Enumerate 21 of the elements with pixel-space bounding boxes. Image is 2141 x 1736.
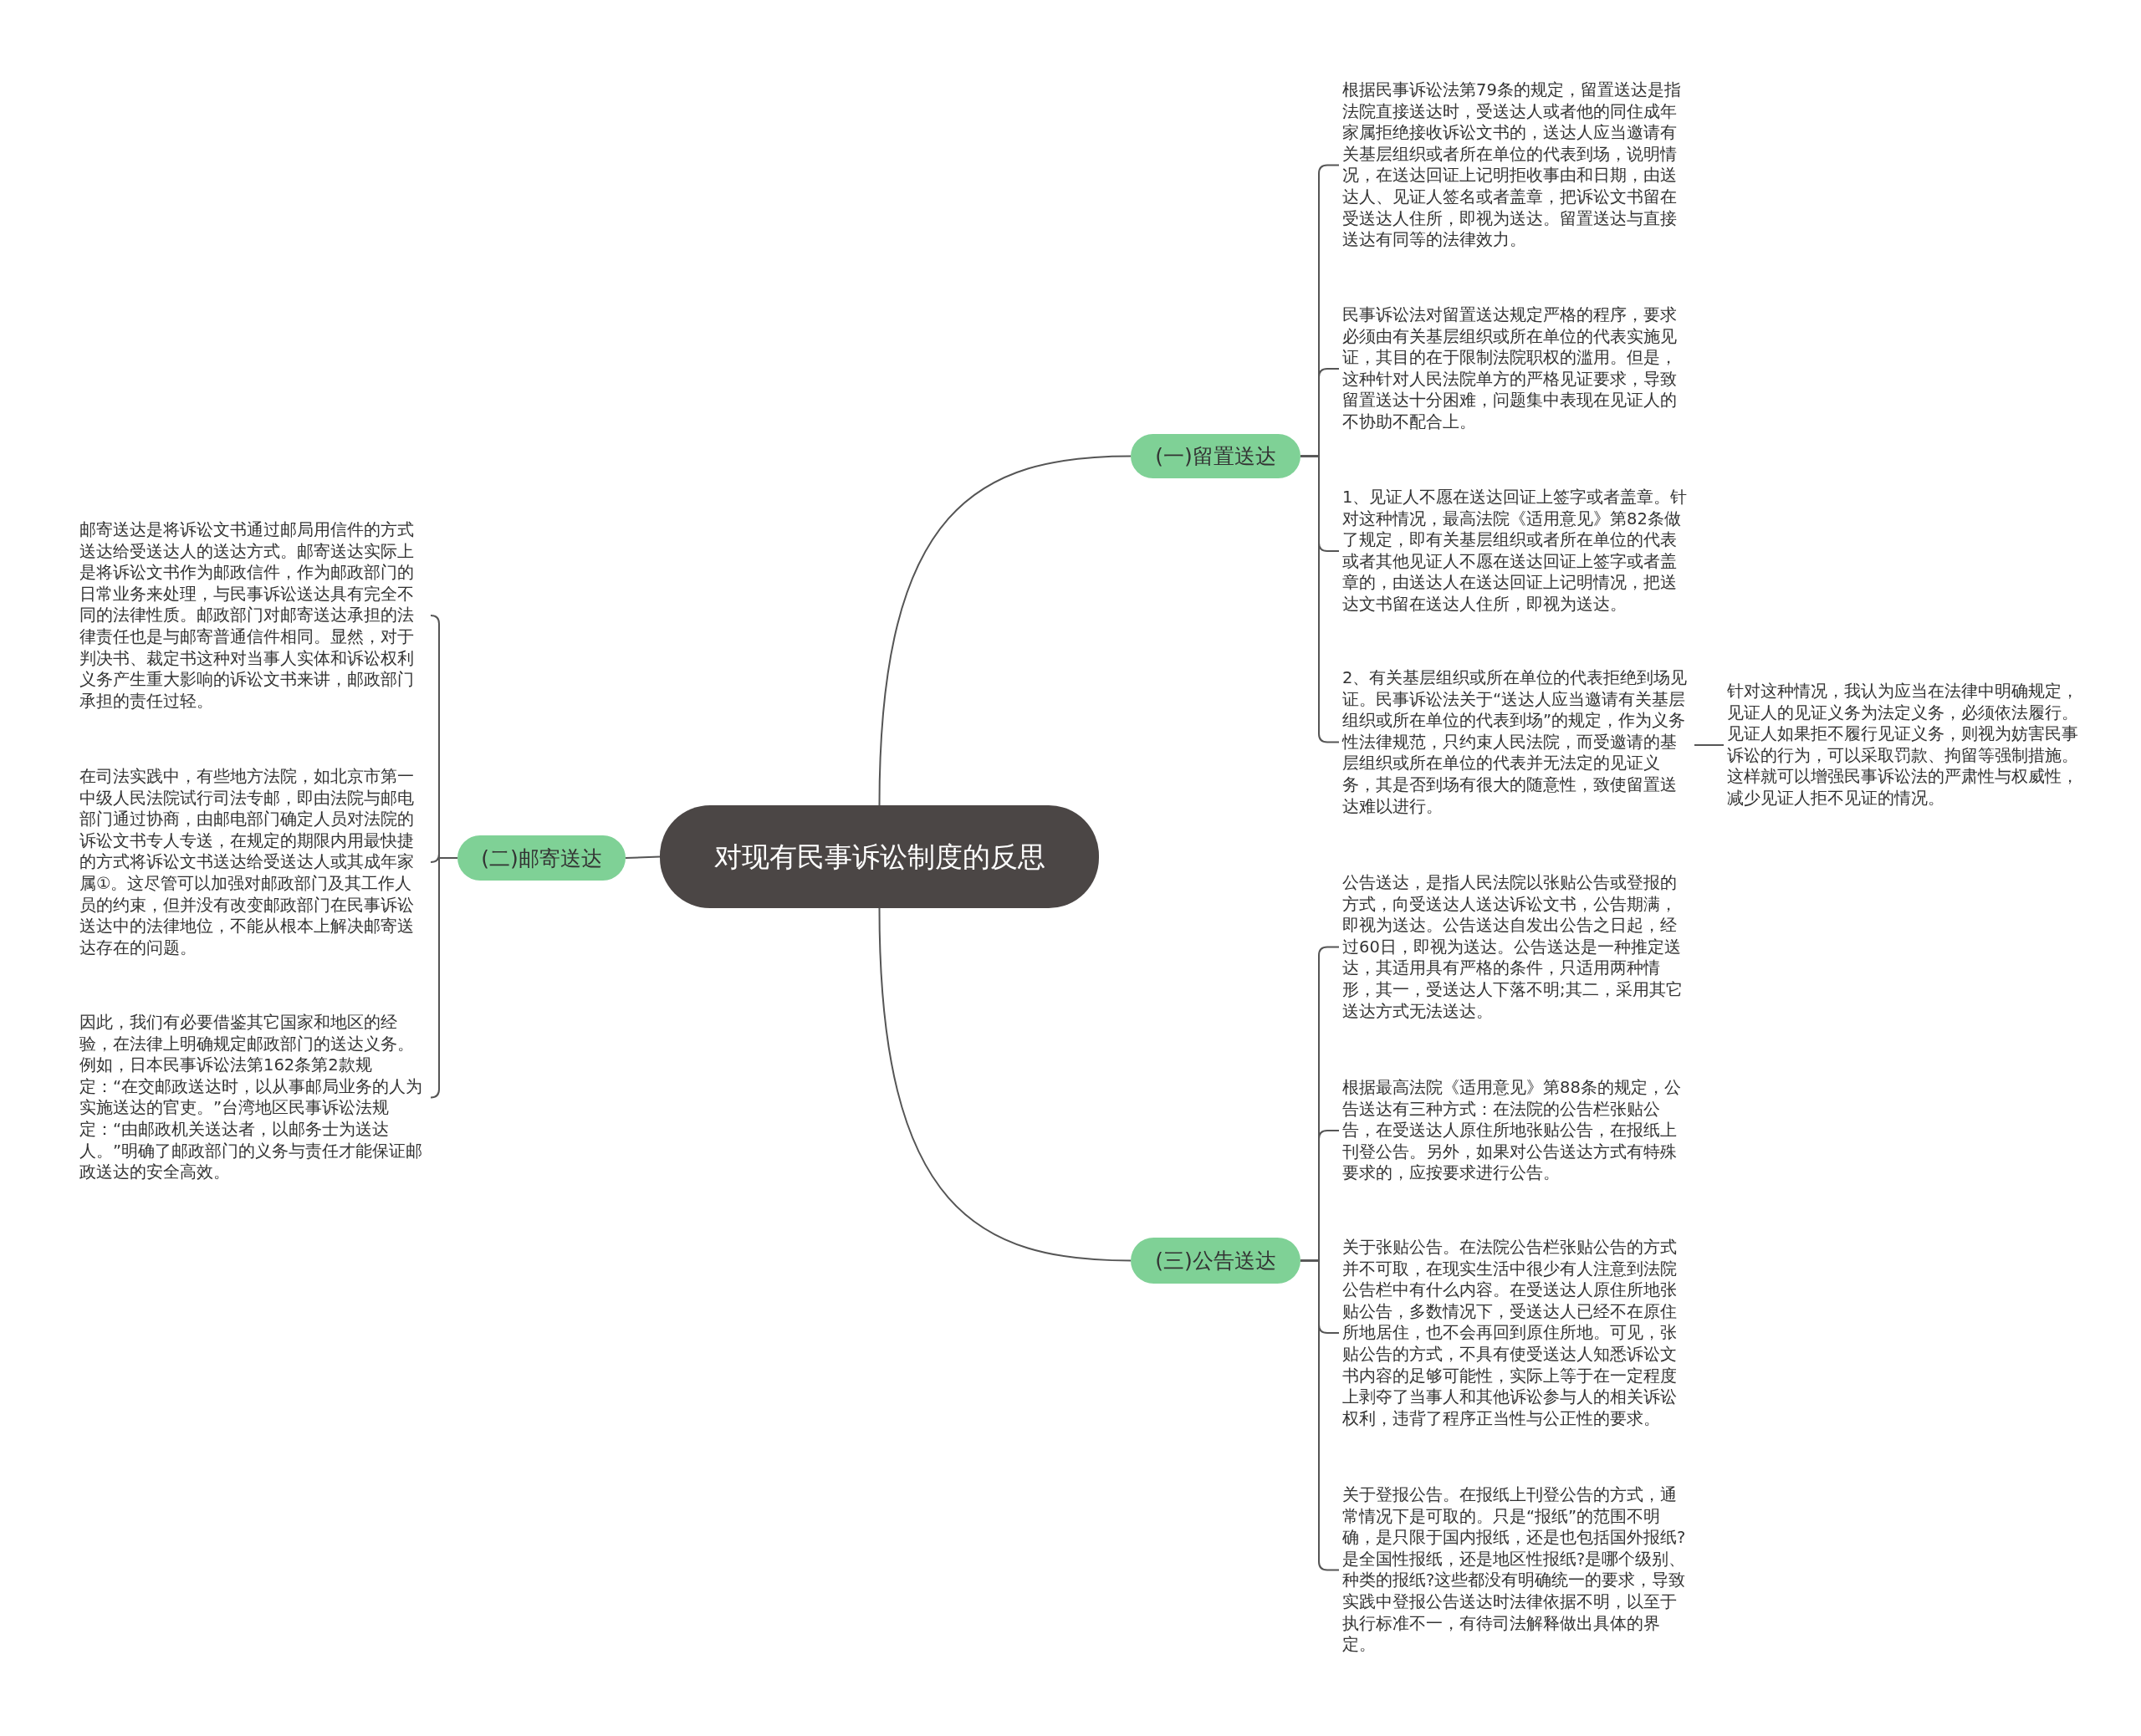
note-text: 2、有关基层组织或所在单位的代表拒绝到场见证。民事诉讼法关于“送达人应当邀请有关基层组织或所在单位的代表到场”的规定，作为义务性法律规范，只约束人民法院，而受邀请的基层组织或所在单位的代表并无法定的见证义务，其是否到场有很大的随意性，致使留置送达难以进行。 [1342,667,1689,818]
note-text: 根据民事诉讼法第79条的规定，留置送达是指法院直接送达时，受送达人或者他的同住成年家属拒绝接收诉讼文书的，送达人应当邀请有关基层组织或者所在单位的代表到场，说明情况，在送达回证上记明拒收事由和日期，由送达人、见证人签名或者盖章，把诉讼文书留在受送达人住所，即视为送达。留置送达与直接送达有同等的法律效力。 [1342,79,1689,251]
connector-line [625,855,661,859]
note-text: 在司法实践中，有些地方法院，如北京市第一中级人民法院试行司法专邮，即由法院与邮电部门通过协商，由邮电部门确定人员对法院的诉讼文书专人专送，在规定的期限内用最快捷的方式将诉讼文书送达给受送达人或其成年家属①。这尽管可以加强对邮政部门及其工作人员的约束，但并没有改变邮政部门在民事诉讼送达中的法律地位，不能从根本上解决邮寄送达存在的问题。 [79,766,427,959]
note-text: 根据最高法院《适用意见》第88条的规定，公告送达有三种方式：在法院的公告栏张贴公告，在受送达人原住所地张贴公告，在报纸上刊登公告。另外，如果对公告送达方式有特殊要求的，应按要求进行公告。 [1342,1077,1689,1184]
connector-line [430,857,458,1099]
topic-pill: (一)留置送达 [1131,434,1300,478]
note-text: 邮寄送达是将诉讼文书通过邮局用信件的方式送达给受送达人的送达方式。邮寄送达实际上是将诉讼文书作为邮政信件，作为邮政部门的日常业务来处理，与民事诉讼送达具有完全不同的法律性质。邮政部门对邮寄送达承担的法律责任也是与邮寄普通信件相同。显然，对于判决书、裁定书这种对当事人实体和诉讼权利义务产生重大影响的诉讼文书来讲，邮政部门承担的责任过轻。 [79,519,427,712]
note-text: 因此，我们有必要借鉴其它国家和地区的经验，在法律上明确规定邮政部门的送达义务。例如，日本民事诉讼法第162条第2款规定：“在交邮政送达时，以从事邮局业务的人为实施送达的官吏。”台湾地区民事诉讼法规定：“由邮政机关送达者，以邮务士为送达人。”明确了邮政部门的义务与责任才能保证邮政送达的安全高效。 [79,1012,427,1183]
note-text: 关于登报公告。在报纸上刊登公告的方式，通常情况下是可取的。只是“报纸”的范围不明确，是只限于国内报纸，还是也包括国外报纸?是全国性报纸，还是地区性报纸?是哪个级别、种类的报纸?这些都没有明确统一的要求，导致实践中登报公告送达时法律依据不明，以至于执行标准不一，有待司法解释做出具体的界定。 [1342,1484,1689,1656]
topic-pill: (三)公告送达 [1131,1238,1300,1284]
connector-line [878,907,1132,1262]
root-topic-box: 对现有民事诉讼制度的反思 [660,805,1099,908]
note-text: 民事诉讼法对留置送达规定严格的程序，要求必须由有关基层组织或所在单位的代表实施见证，其目的在于限制法院职权的滥用。但是，这种针对人民法院单方的严格见证要求，导致留置送达十分困难，问题集中表现在见证人的不协助不配合上。 [1342,304,1689,433]
connector-line [878,455,1132,806]
connector-line [1694,744,1725,746]
note-text: 针对这种情况，我认为应当在法律中明确规定，见证人的见证义务为法定义务，必须依法履行。见证人如果拒不履行见证义务，则视为妨害民事诉讼的行为，可以采取罚款、拘留等强制措施。这样就可以增强民事诉讼法的严肃性与权威性，减少见证人拒不见证的情况。 [1727,681,2078,809]
topic-pill: (二)邮寄送达 [457,835,626,881]
note-text: 公告送达，是指人民法院以张贴公告或登报的方式，向受送达人送达诉讼文书，公告期满，即视为送达。公告送达自发出公告之日起，经过60日，即视为送达。公告送达是一种推定送达，其适用具有严格的条件，只适用两种情形，其一，受送达人下落不明;其二，采用其它送达方式无法送达。 [1342,872,1689,1023]
note-text: 1、见证人不愿在送达回证上签字或者盖章。针对这种情况，最高法院《适用意见》第82条做了规定，即有关基层组织或者所在单位的代表或者其他见证人不愿在送达回证上签字或者盖章的，由送达人在送达回证上记明情况，把送达文书留在送达人住所，即视为送达。 [1342,487,1689,615]
note-text: 关于张贴公告。在法院公告栏张贴公告的方式并不可取，在现实生活中很少有人注意到法院公告栏中有什么内容。在受送达人原住所地张贴公告，多数情况下，受送达人已经不在原住所地居住，也不会再回到原住所地。可见，张贴公告的方式，不具有使受送达人知悉诉讼文书内容的足够可能性，实际上等于在一定程度上剥夺了当事人和其他诉讼参与人的相关诉讼权利，违背了程序正当性与公正性的要求。 [1342,1237,1689,1430]
